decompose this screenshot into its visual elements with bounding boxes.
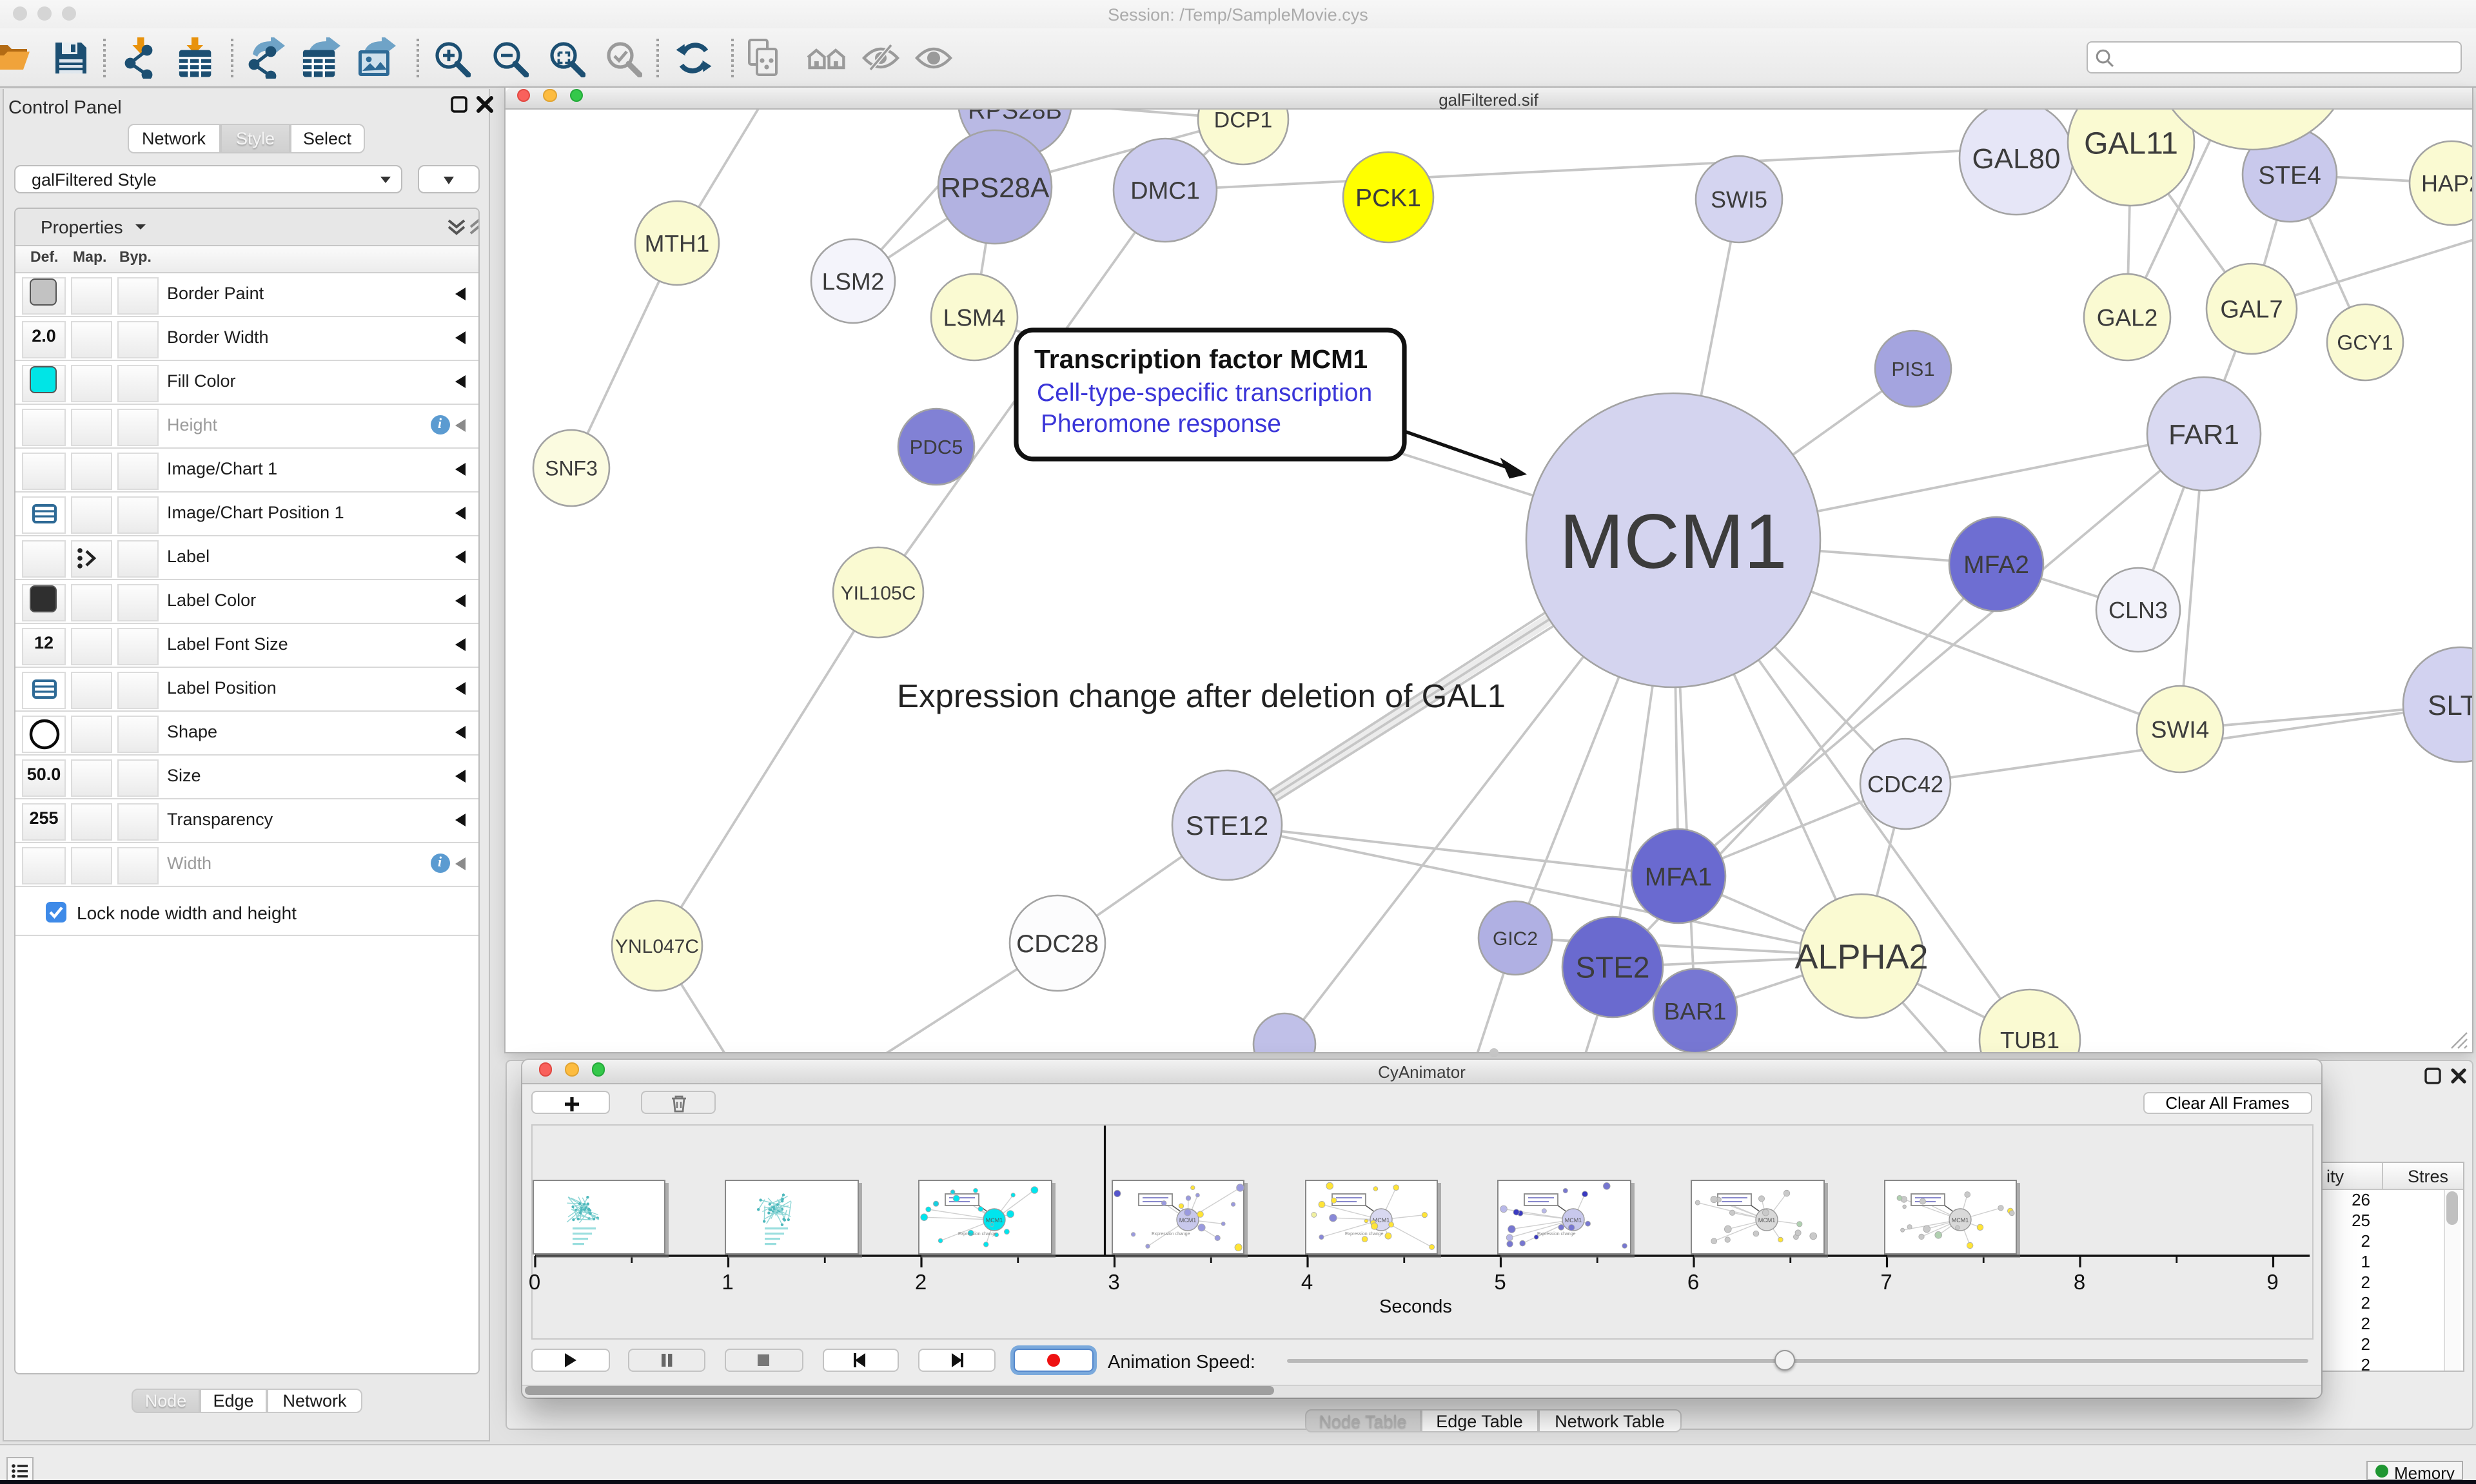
svg-text:PIS1: PIS1 bbox=[1891, 358, 1934, 380]
svg-text:MCM1: MCM1 bbox=[1372, 1217, 1390, 1224]
svg-text:STE12: STE12 bbox=[1186, 810, 1268, 841]
svg-text:FAR1: FAR1 bbox=[2168, 419, 2239, 451]
svg-text:SLT2: SLT2 bbox=[2428, 690, 2471, 721]
svg-text:DCP1: DCP1 bbox=[1214, 110, 1273, 132]
svg-text:SWI4: SWI4 bbox=[2151, 716, 2209, 743]
svg-text:MCM1: MCM1 bbox=[1179, 1217, 1196, 1224]
svg-text:Cell-type-specific transcripti: Cell-type-specific transcription bbox=[1037, 379, 1372, 407]
svg-text:Expression change: Expression change bbox=[1344, 1232, 1383, 1236]
svg-text:GAL80: GAL80 bbox=[1972, 143, 2061, 175]
svg-text:SNF3: SNF3 bbox=[545, 457, 598, 480]
svg-text:GAL7: GAL7 bbox=[2220, 297, 2283, 324]
svg-text:MFA1: MFA1 bbox=[1645, 863, 1712, 891]
svg-text:HAP2: HAP2 bbox=[2421, 170, 2471, 197]
svg-text:GIC2: GIC2 bbox=[1493, 928, 1538, 950]
svg-text:LSM4: LSM4 bbox=[943, 304, 1006, 331]
svg-text:STE4: STE4 bbox=[2258, 162, 2321, 190]
svg-text:BAR1: BAR1 bbox=[1664, 998, 1727, 1024]
svg-text:MFA2: MFA2 bbox=[1963, 551, 2029, 579]
svg-text:MCM1: MCM1 bbox=[1951, 1217, 1969, 1224]
svg-text:MCM1: MCM1 bbox=[986, 1217, 1003, 1224]
svg-text:STE2: STE2 bbox=[1575, 951, 1649, 984]
svg-text:Expression change: Expression change bbox=[1538, 1232, 1577, 1236]
svg-text:CDC42: CDC42 bbox=[1867, 771, 1943, 797]
svg-text:YNL047C: YNL047C bbox=[615, 936, 699, 957]
svg-text:RPS28A: RPS28A bbox=[941, 172, 1050, 204]
svg-text:MCM1: MCM1 bbox=[1559, 498, 1787, 585]
svg-text:MCM1: MCM1 bbox=[1758, 1217, 1776, 1224]
svg-text:ALPHA2: ALPHA2 bbox=[1794, 937, 1928, 976]
svg-text:GAL2: GAL2 bbox=[2097, 304, 2158, 331]
svg-text:Pheromone response: Pheromone response bbox=[1041, 410, 1281, 438]
svg-text:LSM2: LSM2 bbox=[822, 268, 885, 295]
svg-text:TUB1: TUB1 bbox=[2000, 1027, 2059, 1052]
svg-text:Transcription factor MCM1: Transcription factor MCM1 bbox=[1034, 344, 1368, 374]
svg-text:Expression change after deleti: Expression change after deletion of GAL1 bbox=[897, 678, 1506, 714]
svg-text:SWI5: SWI5 bbox=[1711, 186, 1767, 213]
svg-text:PCK1: PCK1 bbox=[1355, 184, 1421, 212]
svg-text:Expression change: Expression change bbox=[1152, 1232, 1190, 1236]
svg-text:GCY1: GCY1 bbox=[2337, 331, 2393, 355]
svg-text:Expression change: Expression change bbox=[958, 1232, 997, 1236]
svg-text:MCM1: MCM1 bbox=[1565, 1217, 1582, 1224]
svg-text:CLN3: CLN3 bbox=[2108, 597, 2168, 623]
svg-text:DMC1: DMC1 bbox=[1130, 178, 1200, 205]
svg-text:MTH1: MTH1 bbox=[645, 230, 710, 257]
svg-text:YIL105C: YIL105C bbox=[841, 583, 916, 604]
svg-text:PDC5: PDC5 bbox=[910, 436, 963, 458]
svg-text:CDC28: CDC28 bbox=[1016, 930, 1099, 958]
svg-text:GAL11: GAL11 bbox=[2084, 126, 2178, 161]
svg-text:RPS28B: RPS28B bbox=[968, 110, 1062, 124]
